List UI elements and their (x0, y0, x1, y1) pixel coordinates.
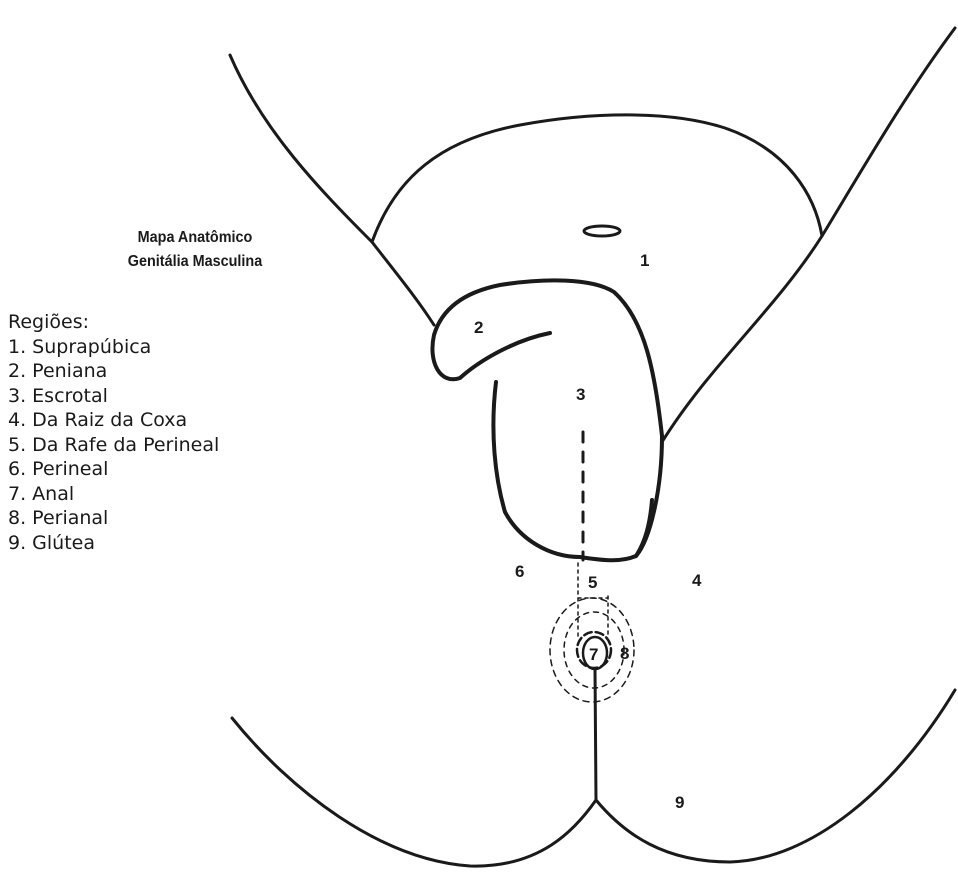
legend-item: 9. Glútea (8, 531, 219, 556)
region-label-4: 4 (692, 571, 702, 590)
region-label-3: 3 (576, 385, 585, 404)
legend-item: 6. Perineal (8, 457, 219, 482)
title-line-1: Mapa Anatômico (101, 226, 290, 250)
legend-item: 1. Suprapúbica (8, 335, 219, 360)
right-gluteal-outline (596, 690, 955, 862)
title-line-2: Genitália Masculina (101, 250, 290, 274)
suprapubic-contour (372, 115, 822, 242)
gluteal-cleft (595, 669, 596, 800)
legend-item: 3. Escrotal (8, 384, 219, 409)
legend-item: 2. Peniana (8, 359, 219, 384)
legend-item: 5. Da Rafe da Perineal (8, 433, 219, 458)
left-torso-outline (230, 55, 434, 325)
legend-item: 4. Da Raiz da Coxa (8, 408, 219, 433)
region-label-9: 9 (675, 793, 684, 812)
penis-contour (432, 280, 662, 436)
region-label-1: 1 (640, 251, 649, 270)
navel-mark (584, 226, 620, 236)
left-gluteal-outline (232, 718, 596, 866)
scrotum-contour (493, 382, 662, 560)
region-label-2: 2 (474, 318, 483, 337)
region-label-6: 6 (515, 562, 524, 581)
legend-heading: Regiões: (8, 310, 219, 335)
region-label-8: 8 (620, 644, 629, 663)
right-torso-outline (662, 28, 955, 442)
region-label-7: 7 (589, 645, 598, 664)
scrotum-fold (636, 500, 652, 556)
legend-item: 8. Perianal (8, 506, 219, 531)
diagram-title: Mapa Anatômico Genitália Masculina (101, 226, 290, 274)
region-label-5: 5 (588, 573, 597, 592)
legend-item: 7. Anal (8, 482, 219, 507)
regions-legend: Regiões: 1. Suprapúbica 2. Peniana 3. Es… (8, 310, 219, 555)
